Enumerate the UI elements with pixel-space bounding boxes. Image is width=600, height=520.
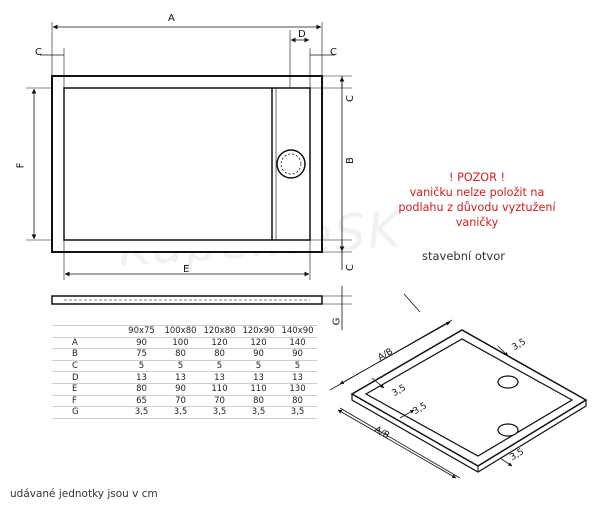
dim-label-d: D [298,29,306,40]
warning-line-2: vaničku nelze položit na [409,186,545,199]
table-row: G 3,5 3,5 3,5 3,5 3,5 [52,406,317,419]
table-cell: 13 [161,371,200,384]
table-cell: 13 [278,371,317,384]
table-cell: 80 [200,348,239,361]
dim-label-e: E [183,264,190,275]
table-cell: 70 [200,395,239,408]
row-label: F [52,395,122,408]
table-cell: 5 [239,360,278,373]
table-cell: 5 [200,360,239,373]
table-cell: 90 [278,348,317,361]
row-label: A [52,337,122,350]
building-opening-outline [329,293,513,479]
table-cell: 90 [122,337,161,350]
table-cell: 110 [239,383,278,396]
table-row: E 80 90 110 110 130 [52,383,317,396]
dimensions-table: 90x75 100x80 120x80 120x90 140x90 A 90 1… [52,325,317,419]
table-header-row: 90x75 100x80 120x80 120x90 140x90 [52,325,317,338]
table-cell: 75 [122,348,161,361]
table-cell: 3,5 [161,406,200,419]
table-cell: 5 [161,360,200,373]
dim-label-c-right: C [330,47,337,58]
table-row: A 90 100 120 120 140 [52,337,317,350]
table-header: 120x90 [239,325,278,338]
table-cell: 3,5 [200,406,239,419]
table-cell: 13 [122,371,161,384]
row-label: C [52,360,122,373]
table-cell: 80 [122,383,161,396]
table-cell: 80 [161,348,200,361]
table-header: 100x80 [161,325,200,338]
table-cell: 130 [278,383,317,396]
row-label: E [52,383,122,396]
warning-line-1: ! POZOR ! [449,171,505,184]
warning-line-4: vaničky [455,216,499,229]
units-note: udávané jednotky jsou v cm [10,488,158,500]
extension-lines [26,22,352,280]
tray-top-view [51,75,323,253]
table-header: 90x75 [122,325,161,338]
table-cell: 3,5 [122,406,161,419]
table-cell: 13 [239,371,278,384]
table-cell: 90 [239,348,278,361]
table-cell: 3,5 [239,406,278,419]
table-cell: 140 [278,337,317,350]
row-label: D [52,371,122,384]
table-cell: 120 [239,337,278,350]
table-cell: 70 [161,395,200,408]
table-row: C 5 5 5 5 5 [52,360,317,373]
table-cell: 65 [122,395,161,408]
table-row: D 13 13 13 13 13 [52,371,317,384]
table-header: 120x80 [200,325,239,338]
table-cell: 90 [161,383,200,396]
table-header-empty [52,325,122,338]
table-header: 140x90 [278,325,317,338]
table-cell: 13 [200,371,239,384]
row-label: G [52,406,122,419]
table-row: F 65 70 70 80 80 [52,395,317,408]
warning-line-3: podlahu z důvodu vyztužení [398,201,556,214]
warning-note: ! POZOR ! vaničku nelze položit na podla… [372,170,582,230]
drain-icon [497,423,519,437]
table-cell: 100 [161,337,200,350]
table-cell: 5 [122,360,161,373]
drain-icon [276,149,306,179]
table-cell: 110 [200,383,239,396]
table-cell: 3,5 [278,406,317,419]
stavebni-otvor-label: stavební otvor [422,249,505,263]
tray-side-view [51,286,352,330]
table-cell: 120 [200,337,239,350]
table-cell: 5 [278,360,317,373]
drain-icon [497,375,519,389]
dim-label-c-left: C [35,47,42,58]
dim-label-a: A [168,13,175,24]
table-row: B 75 80 80 90 90 [52,348,317,361]
table-cell: 80 [278,395,317,408]
table-cell: 80 [239,395,278,408]
row-label: B [52,348,122,361]
